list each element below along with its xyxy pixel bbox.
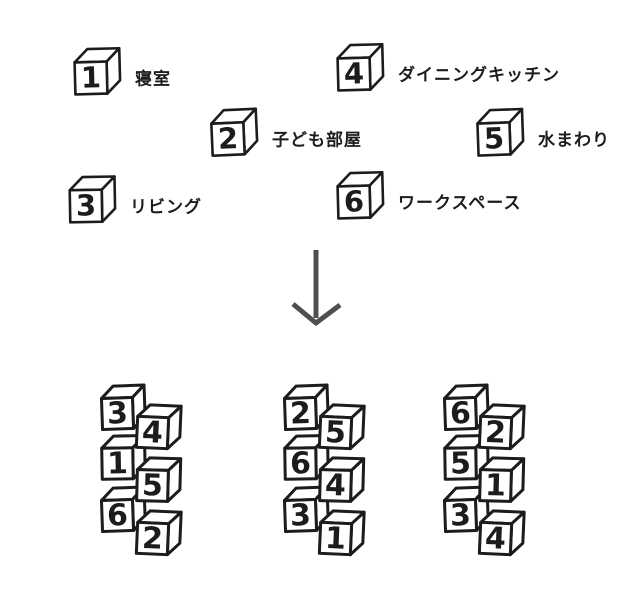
cube-front-face (442, 497, 479, 534)
cube-icon: 1 (73, 46, 122, 96)
cube-number: 2 (217, 121, 239, 156)
cube-front-face (282, 497, 319, 534)
legend-item-label: ダイニングキッチン (398, 65, 560, 86)
cube-number: 5 (450, 446, 471, 481)
cube-front-face (99, 497, 136, 534)
legend-item-label: 水まわり (538, 130, 610, 151)
legend-item-6: 6 ワークスペース (336, 170, 546, 221)
legend-item-4: 4 ダイニングキッチン (336, 42, 559, 93)
cube-front-face (476, 121, 512, 157)
cube-number: 3 (106, 396, 128, 432)
legend-cube-icon: 2 (210, 107, 259, 157)
cube-front-face (317, 520, 354, 557)
legend-cube-icon: 5 (476, 107, 525, 157)
legend-cube-icon: 4 (336, 42, 385, 92)
cube-number: 4 (343, 56, 364, 91)
cube-number: 3 (449, 498, 471, 534)
cube-front-face (134, 520, 171, 557)
cube-front-face (68, 188, 104, 224)
cube-front-face (99, 395, 136, 432)
down-arrow-icon (291, 250, 342, 327)
cube-number: 1 (80, 60, 101, 95)
cube-number: 3 (289, 498, 311, 534)
cube-icon: 4 (336, 42, 385, 92)
cube-number: 3 (76, 188, 97, 222)
cube-front-face (478, 468, 513, 503)
cube-number: 4 (141, 415, 163, 451)
cube-icon: 4 (318, 456, 366, 504)
cube-number: 6 (449, 396, 471, 432)
cube-front-face (336, 56, 372, 92)
legend-item-2: 2 子ども部屋 (210, 107, 420, 158)
stack-1: 3 1 6 4 5 2 (99, 383, 183, 557)
cube-icon: 3 (282, 485, 330, 534)
cube-number: 2 (141, 521, 163, 557)
cube-icon: 2 (282, 383, 330, 432)
cube-front-face (73, 60, 109, 96)
cube-icon: 4 (134, 403, 183, 451)
cube-number: 1 (485, 468, 507, 504)
cube-number: 5 (324, 415, 346, 451)
cube-front-face (135, 468, 170, 503)
stack-2: 2 6 3 5 4 1 (282, 383, 366, 557)
cube-icon: 1 (317, 509, 366, 557)
legend-item-1: 1 寝室 (73, 46, 283, 97)
legend-item-3: 3 リビング (68, 175, 278, 225)
cube-front-face (100, 446, 135, 481)
legend-item-label: 子ども部屋 (272, 130, 362, 151)
cube-icon: 5 (476, 107, 525, 157)
cube-front-face (442, 395, 479, 432)
cube-icon: 5 (135, 456, 183, 504)
legend-item-label: 寝室 (135, 69, 171, 90)
cube-front-face (282, 395, 319, 432)
legend-cube-icon: 3 (68, 175, 117, 224)
legend-item-label: ワークスペース (398, 193, 522, 214)
cube-number: 4 (484, 521, 506, 557)
cube-front-face (477, 520, 514, 557)
cube-icon: 6 (336, 170, 385, 220)
cube-front-face (477, 414, 514, 451)
legend-cube-icon: 1 (73, 46, 122, 96)
cube-front-face (336, 184, 372, 220)
cube-number: 5 (142, 468, 164, 504)
cube-number: 6 (106, 498, 128, 534)
cube-front-face (317, 414, 354, 451)
cube-front-face (210, 121, 246, 157)
cube-icon: 2 (477, 403, 526, 451)
cube-number: 4 (325, 468, 347, 504)
cube-number: 1 (107, 446, 128, 481)
cube-icon: 1 (478, 456, 526, 504)
cube-number: 5 (483, 121, 504, 156)
cube-number: 6 (290, 446, 311, 481)
cube-icon: 4 (477, 509, 526, 557)
legend-item-label: リビング (130, 197, 202, 218)
cube-icon: 2 (210, 107, 259, 157)
cube-icon: 2 (134, 509, 183, 557)
cube-icon: 5 (317, 403, 366, 451)
cube-number: 2 (289, 396, 311, 432)
legend-cube-icon: 6 (336, 170, 385, 220)
down-arrow-head (291, 302, 342, 327)
cube-front-face (283, 446, 318, 481)
cube-number: 2 (484, 415, 506, 451)
legend-item-5: 5 水まわり (476, 107, 640, 158)
cube-number: 1 (324, 521, 346, 557)
cube-icon: 3 (68, 175, 117, 224)
stack-3: 6 5 3 2 1 4 (442, 383, 526, 557)
cube-number: 6 (343, 184, 364, 219)
cube-front-face (318, 468, 353, 503)
cube-front-face (443, 446, 478, 481)
cube-front-face (134, 414, 171, 451)
